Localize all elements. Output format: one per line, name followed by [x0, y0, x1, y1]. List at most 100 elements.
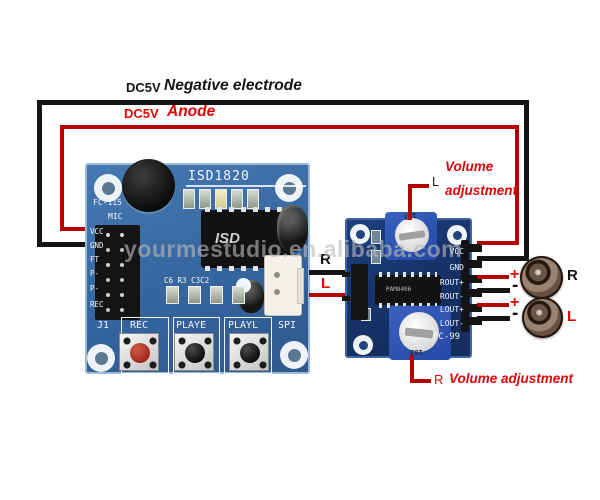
anode-wire-to-vcc — [60, 227, 87, 231]
isd1820-module: ISD1820 FC-115 MIC ISD VCC GND FT — [85, 159, 310, 374]
pin-label-rec: REC — [90, 300, 104, 309]
speaker-left — [522, 297, 563, 338]
mount-hole-center — [452, 230, 462, 240]
gnd-pin — [467, 260, 482, 268]
playe-button — [174, 333, 214, 371]
j1-label: J1 — [97, 320, 110, 331]
neg-wire-top — [37, 100, 529, 105]
lout-minus-sign: - — [512, 303, 519, 324]
anode-label: Anode — [167, 103, 216, 120]
amp-board-model: FC-99 — [433, 332, 461, 342]
mount-hole-center — [355, 229, 365, 239]
anode-wire-right — [515, 125, 519, 245]
chip-pins-bottom — [205, 266, 289, 271]
neg-wire-to-amp-gnd — [477, 256, 529, 261]
playe-button-outline — [173, 317, 220, 374]
r-volume-adjustment-label: Volume adjustment — [449, 371, 574, 386]
neg-wire-left — [37, 100, 42, 247]
board-title: ISD1820 — [188, 169, 250, 184]
component-designators: C6 R3 C3C2 — [164, 276, 210, 285]
speaker-right-label: R — [567, 267, 578, 284]
rout-minus-wire — [477, 288, 510, 293]
smd-resistor — [199, 189, 211, 209]
rout-plus-pin — [467, 275, 482, 283]
input-pin — [342, 272, 350, 277]
mount-hole — [87, 344, 115, 372]
chip-pins-bottom — [379, 303, 437, 308]
dc5v-pos-prefix: DC5V — [124, 106, 159, 121]
speaker-connector — [264, 255, 304, 316]
smd-resistor — [231, 189, 243, 209]
rec-button — [119, 333, 159, 371]
pin-label-ft: FT — [90, 255, 100, 264]
rout-plus-pin-label: ROUT+ — [439, 278, 464, 287]
mount-hole — [280, 341, 308, 369]
lout-minus-wire — [477, 316, 510, 321]
lout-plus-wire — [477, 303, 509, 307]
rout-plus-wire — [477, 275, 509, 279]
playe-button-cap — [185, 343, 205, 363]
connector-latch — [297, 268, 304, 304]
output-header — [461, 240, 469, 332]
chip-pins-top — [379, 272, 437, 277]
connector-pin — [274, 272, 280, 278]
anode-wire-top — [60, 125, 519, 129]
smd-row — [183, 189, 259, 209]
chip-pins-top — [205, 207, 289, 212]
chip-logo: ISD — [215, 230, 241, 247]
playl-button — [229, 333, 269, 371]
header-pins — [106, 233, 110, 237]
mount-hole — [275, 174, 303, 202]
mic-silk-label: MIC — [108, 212, 123, 221]
l-volume-pin-label: L — [432, 174, 440, 189]
j1-pin-header — [95, 225, 140, 320]
anode-wire-left — [60, 125, 64, 231]
playe-label: PLAYE — [176, 320, 207, 331]
rout-minus-sign: - — [512, 275, 519, 296]
microphone — [122, 159, 175, 212]
amplifier-module: 103 PAM8406 103 VCC GND ROUT+ ROUT- LOUT… — [342, 211, 482, 360]
vcc-pin-label: VCC — [449, 247, 464, 256]
smd-capacitor — [371, 230, 381, 244]
smd-capacitor — [166, 286, 179, 304]
rout-minus-pin — [467, 289, 482, 297]
smd-row-2 — [166, 286, 245, 304]
gnd-pin-label: GND — [449, 263, 464, 272]
smd-capacitor — [232, 286, 245, 304]
pin-label-gnd: GND — [90, 241, 104, 250]
volume-adjustment-line1: Volume — [445, 159, 494, 174]
dc5v-neg-prefix: DC5V — [126, 80, 161, 95]
mount-hole-center — [94, 351, 108, 365]
lout-minus-pin-label: LOUT- — [439, 319, 464, 328]
spi-label: SPI — [278, 320, 297, 331]
signal-r-wire — [309, 270, 353, 275]
mount-hole — [353, 335, 373, 355]
lout-plus-sign: + — [510, 294, 520, 311]
mount-hole — [94, 174, 122, 202]
signal-r-label: R — [320, 251, 331, 268]
rout-minus-pin-label: ROUT- — [439, 292, 464, 301]
r-volume-pointer-v — [410, 355, 414, 383]
lout-plus-pin-label: LOUT+ — [439, 305, 464, 314]
smd-capacitor — [183, 189, 195, 209]
lout-plus-pin — [467, 304, 482, 312]
mount-hole-center — [282, 181, 296, 195]
mount-hole-center — [287, 348, 301, 362]
neg-wire-right — [524, 100, 529, 261]
pin-label-pl: P- — [90, 284, 100, 293]
board-model: FC-115 — [93, 198, 122, 207]
l-volume-pointer-h — [408, 184, 429, 188]
smd-led — [215, 189, 227, 209]
r-volume-pin-label: R — [434, 372, 444, 387]
mount-hole-center — [358, 340, 368, 350]
playl-button-cap — [240, 343, 260, 363]
mount-hole-center — [101, 181, 115, 195]
neg-wire-to-gnd — [37, 242, 87, 247]
playl-button-outline — [224, 317, 272, 374]
pin-label-vcc: VCC — [90, 227, 104, 236]
speaker-left-label: L — [567, 308, 577, 325]
signal-l-label: L — [321, 275, 331, 292]
electrolytic-capacitor — [277, 205, 308, 252]
lout-minus-pin — [467, 317, 482, 325]
